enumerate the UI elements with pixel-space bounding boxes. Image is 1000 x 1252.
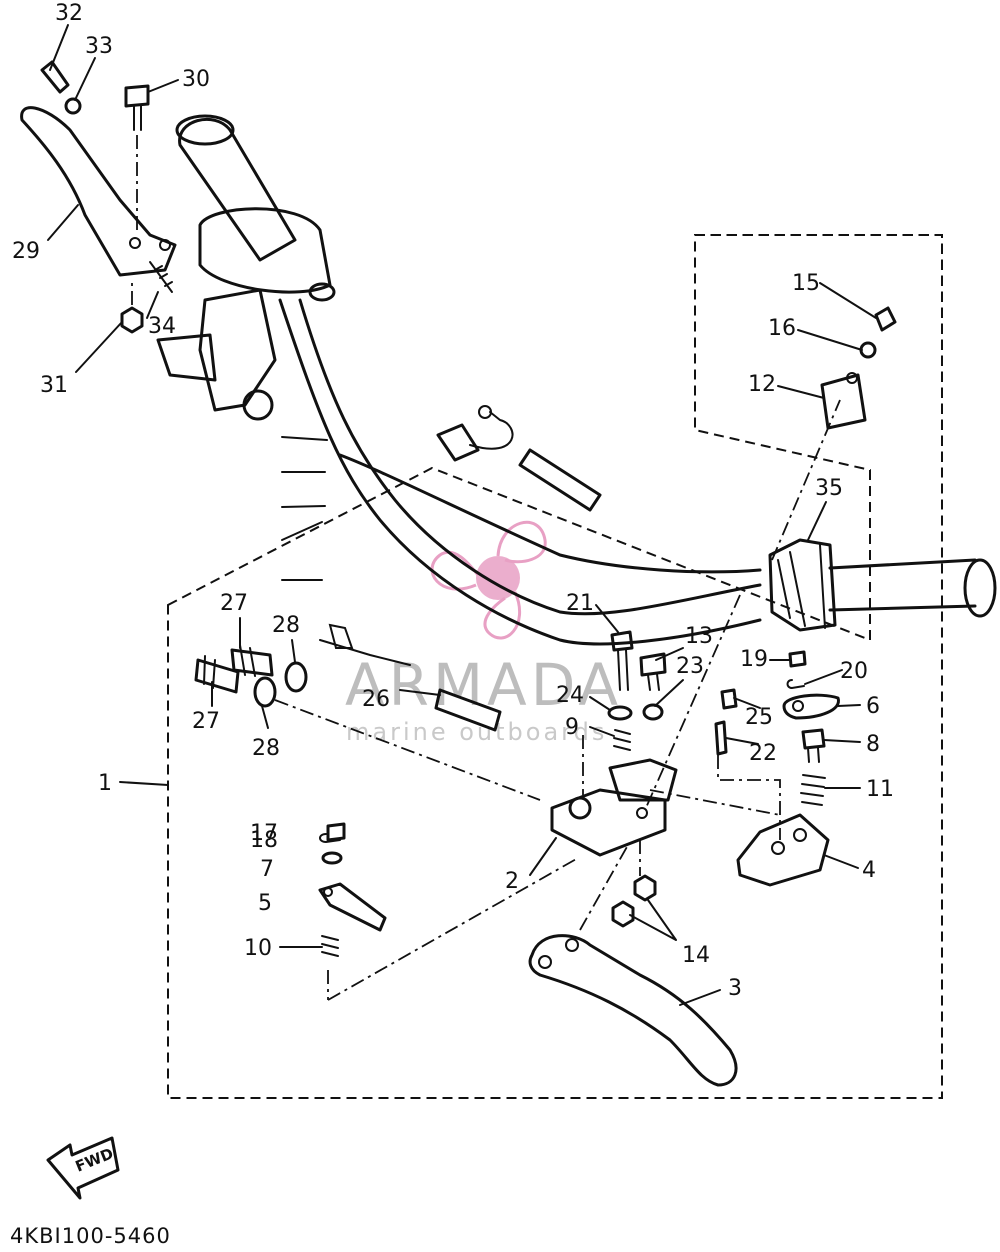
fwd-arrow xyxy=(46,1136,120,1200)
switch-subassembly-boundary xyxy=(695,234,943,470)
part-11-spring xyxy=(800,774,826,806)
label-21: 21 xyxy=(566,591,594,616)
part-14-nut-lower xyxy=(611,900,635,928)
leader-22-4 xyxy=(717,755,781,840)
label-30: 30 xyxy=(182,67,210,92)
label-1: 1 xyxy=(98,771,112,796)
label-13: 13 xyxy=(685,624,713,649)
part-9-spring xyxy=(613,729,631,751)
label-14: 14 xyxy=(682,943,710,968)
part-34-screw xyxy=(149,261,173,293)
label-12: 12 xyxy=(748,372,776,397)
part-5-switch-plate xyxy=(318,882,387,932)
label-34: 34 xyxy=(148,314,176,339)
label-4: 4 xyxy=(862,858,876,883)
part-10-spring xyxy=(321,935,339,957)
part-22-pin xyxy=(714,720,728,756)
label-27-lower: 27 xyxy=(192,709,220,734)
label-17-visible: 17 xyxy=(250,821,278,846)
fwd-label: FWD xyxy=(73,1144,116,1175)
part-25-pin xyxy=(720,688,738,710)
label-28-upper: 28 xyxy=(272,613,300,638)
label-31: 31 xyxy=(40,373,68,398)
part-15-screw xyxy=(874,306,897,332)
label-2: 2 xyxy=(505,869,519,894)
part-26-switch xyxy=(319,623,502,732)
part-30-bolt xyxy=(124,84,150,235)
part-7-washer xyxy=(321,851,343,865)
label-8: 8 xyxy=(866,732,880,757)
part-28-ring-upper xyxy=(284,661,308,693)
part-13-bolt xyxy=(639,652,667,691)
part-33-washer xyxy=(64,97,82,115)
part-31-nut xyxy=(120,280,144,334)
left-grip-assembly xyxy=(156,114,336,421)
label-28-lower: 28 xyxy=(252,736,280,761)
part-27-adjuster-lower xyxy=(194,655,240,694)
leader-35-12 xyxy=(771,399,841,561)
part-23-washer xyxy=(642,703,664,721)
label-26: 26 xyxy=(362,687,390,712)
label-25: 25 xyxy=(745,705,773,730)
label-15: 15 xyxy=(792,271,820,296)
label-7: 7 xyxy=(260,857,274,882)
leader-28-axis xyxy=(274,699,541,801)
label-27-upper: 27 xyxy=(220,591,248,616)
label-5: 5 xyxy=(258,891,272,916)
part-6-plate xyxy=(782,693,840,720)
label-22: 22 xyxy=(749,741,777,766)
label-leaders xyxy=(47,24,877,1006)
part-28-ring-lower xyxy=(253,676,277,708)
part-24-washer xyxy=(607,705,633,721)
part-4-switch-housing xyxy=(736,813,830,887)
label-32: 32 xyxy=(55,1,83,26)
label-9: 9 xyxy=(565,715,579,740)
part-19-screw xyxy=(788,650,807,668)
label-11: 11 xyxy=(866,777,894,802)
leader-35-2 xyxy=(644,594,741,811)
part-12-bracket xyxy=(820,372,867,430)
part-20-clip xyxy=(786,679,805,690)
brake-switch-connector xyxy=(436,405,602,512)
part-8-bolt xyxy=(801,728,826,763)
drawing-code: 4KBI100-5460 xyxy=(10,1224,171,1248)
part-2-master-cylinder xyxy=(550,758,678,857)
part-17-screw xyxy=(326,822,346,842)
part-29-lever xyxy=(20,106,177,277)
assembly-boundary-1 xyxy=(167,234,943,1099)
leader-3 xyxy=(579,844,629,931)
part-18-clip xyxy=(319,833,341,844)
label-23: 23 xyxy=(676,654,704,679)
part-32-bolt xyxy=(40,60,70,94)
label-33: 33 xyxy=(85,34,113,59)
leader-2-4 xyxy=(649,789,781,816)
label-3: 3 xyxy=(728,976,742,1001)
label-10: 10 xyxy=(244,936,272,961)
watermark-brand: ARMADA xyxy=(345,651,622,719)
part-14-nut-upper xyxy=(633,874,657,902)
label-19: 19 xyxy=(740,647,768,672)
label-24: 24 xyxy=(556,683,584,708)
handlebar xyxy=(278,298,997,646)
part-16-washer xyxy=(859,341,877,359)
part-3-lever xyxy=(528,934,738,1087)
watermark-logo xyxy=(430,520,547,640)
label-20: 20 xyxy=(840,659,868,684)
label-18: 18 xyxy=(250,828,278,853)
label-35: 35 xyxy=(815,476,843,501)
label-16: 16 xyxy=(768,316,796,341)
leader-10 xyxy=(327,857,579,1001)
label-29: 29 xyxy=(12,239,40,264)
label-6: 6 xyxy=(866,694,880,719)
part-21-bolt xyxy=(610,630,634,691)
part-27-adjuster-upper xyxy=(230,644,274,677)
